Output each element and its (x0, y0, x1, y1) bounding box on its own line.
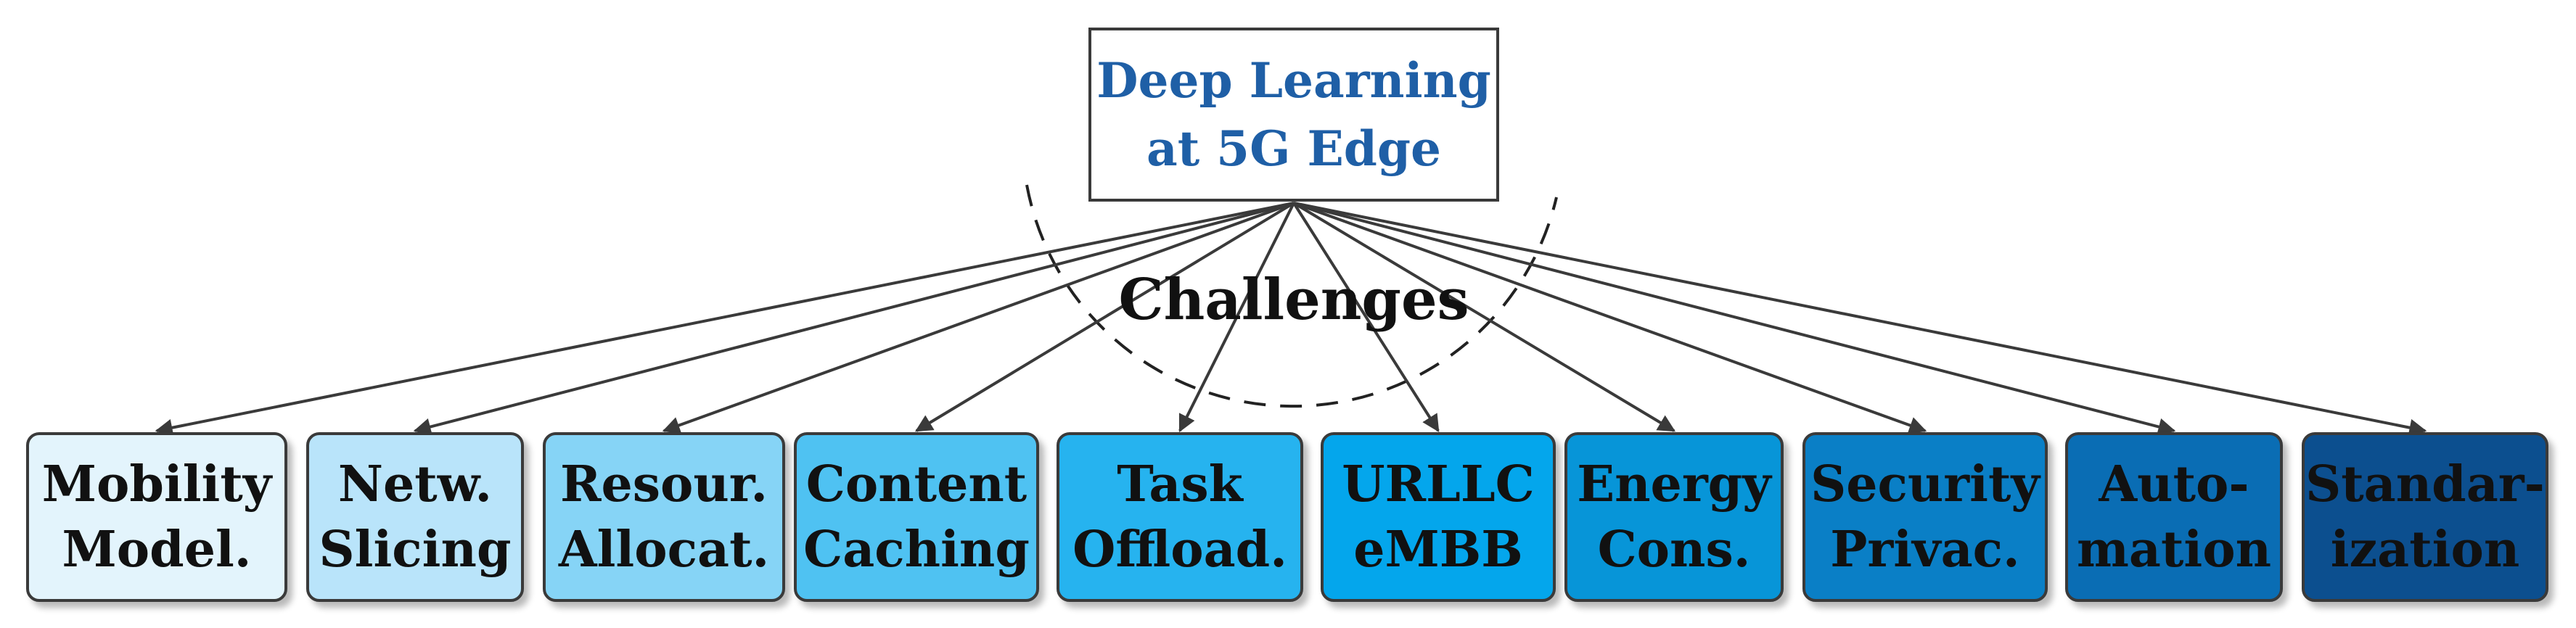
edge-arrow-4 (1178, 202, 1295, 433)
edge-arrow-2 (662, 202, 1295, 434)
leaf-line1: Standar- (2305, 455, 2545, 513)
leaf-line1: Mobility (41, 455, 272, 513)
root-node: Deep Learning at 5G Edge (1088, 28, 1499, 202)
edge-arrow-6 (1292, 202, 1676, 432)
root-title-line1: Deep Learning (1096, 52, 1491, 109)
leaf-line2: Offload. (1072, 521, 1287, 579)
leaf-mobility-modeling: Mobility Model. (26, 432, 287, 602)
leaf-line1: Resour. (559, 455, 768, 513)
leaf-line2: Cons. (1597, 521, 1751, 579)
leaf-network-slicing: Netw. Slicing (306, 432, 524, 602)
leaf-line1: Content (805, 455, 1027, 513)
leaf-line1: Security (1810, 455, 2040, 513)
edge-arrow-3 (914, 202, 1295, 432)
leaf-line1: Auto- (2099, 455, 2249, 513)
leaf-line2: Privac. (1830, 521, 2020, 579)
leaf-task-offloading: Task Offload. (1057, 432, 1303, 602)
leaf-line2: ization (2330, 521, 2520, 579)
leaf-line1: Energy (1577, 455, 1771, 513)
edge-arrow-1 (413, 202, 1295, 436)
edge-arrow-8 (1293, 202, 2176, 436)
leaf-energy-consumption: Energy Cons. (1564, 432, 1784, 602)
leaf-line2: Slicing (319, 521, 512, 579)
leaf-line2: Allocat. (558, 521, 770, 579)
leaf-line2: eMBB (1353, 521, 1523, 579)
leaf-line1: Netw. (337, 455, 493, 513)
leaf-line2: mation (2076, 521, 2272, 579)
challenges-label: Challenges (1118, 267, 1469, 333)
challenges-arc (1025, 184, 1558, 408)
leaf-standardization: Standar- ization (2302, 432, 2548, 602)
edge-arrow-9 (1293, 202, 2427, 437)
edge-arrow-7 (1293, 202, 1927, 434)
leaf-line2: Caching (803, 521, 1030, 579)
leaf-line2: Model. (62, 521, 252, 579)
leaf-line1: Task (1117, 455, 1243, 513)
edge-arrow-0 (155, 202, 1295, 437)
leaf-automation: Auto- mation (2065, 432, 2283, 602)
root-title-line2: at 5G Edge (1146, 120, 1442, 177)
leaf-urllc-embb: URLLC eMBB (1321, 432, 1556, 602)
leaf-line1: URLLC (1342, 455, 1535, 513)
leaf-content-caching: Content Caching (794, 432, 1039, 602)
edge-arrow-5 (1292, 202, 1440, 433)
leaf-resource-allocation: Resour. Allocat. (543, 432, 785, 602)
leaf-security-privacy: Security Privac. (1802, 432, 2048, 602)
